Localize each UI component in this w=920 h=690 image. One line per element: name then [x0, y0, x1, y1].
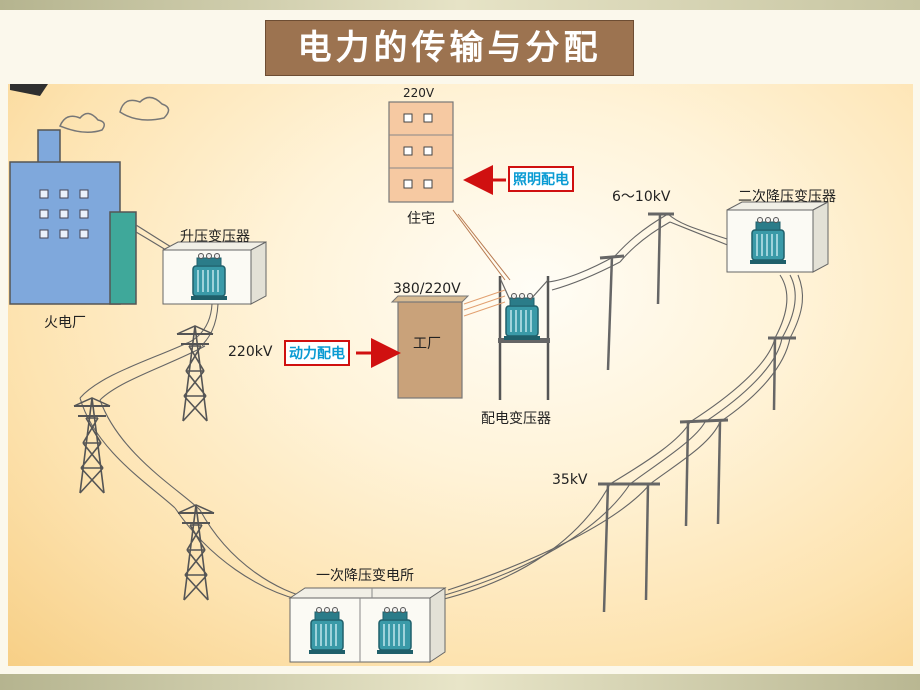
smoke-cloud: [59, 112, 105, 133]
utility-poles: [598, 212, 796, 613]
distribution-transformer-label: 配电变压器: [481, 411, 551, 427]
voltage-6-10kv-label: 6～10kV: [612, 189, 671, 205]
power-plant: [9, 129, 137, 305]
lighting-distribution-callout: 照明配电: [508, 166, 574, 192]
step-up-transformer-box: [162, 241, 267, 305]
primary-substation: [288, 587, 447, 663]
voltage-220kv-label: 220kV: [228, 344, 273, 360]
residence-building: [388, 101, 454, 203]
top-band: [0, 0, 920, 10]
step-up-transformer-label: 升压变压器: [180, 229, 250, 245]
voltage-380-220v-label: 380/220V: [393, 281, 461, 297]
bottom-band: [0, 674, 920, 690]
residence-label: 住宅: [407, 211, 435, 227]
factory-label: 工厂: [413, 336, 441, 352]
corner-shape: [10, 84, 48, 96]
smoke-cloud-2: [119, 96, 170, 121]
secondary-transformer-box: [726, 201, 829, 273]
secondary-step-down-label: 二次降压变压器: [738, 189, 836, 205]
primary-substation-label: 一次降压变电所: [316, 568, 414, 584]
distribution-transformer: [498, 276, 550, 400]
power-distribution-callout: 动力配电: [284, 340, 350, 366]
voltage-35kv-label: 35kV: [552, 472, 588, 488]
voltage-220v-label: 220V: [403, 86, 435, 100]
power-plant-label: 火电厂: [44, 315, 86, 331]
page-title: 电力的传输与分配: [265, 20, 634, 76]
